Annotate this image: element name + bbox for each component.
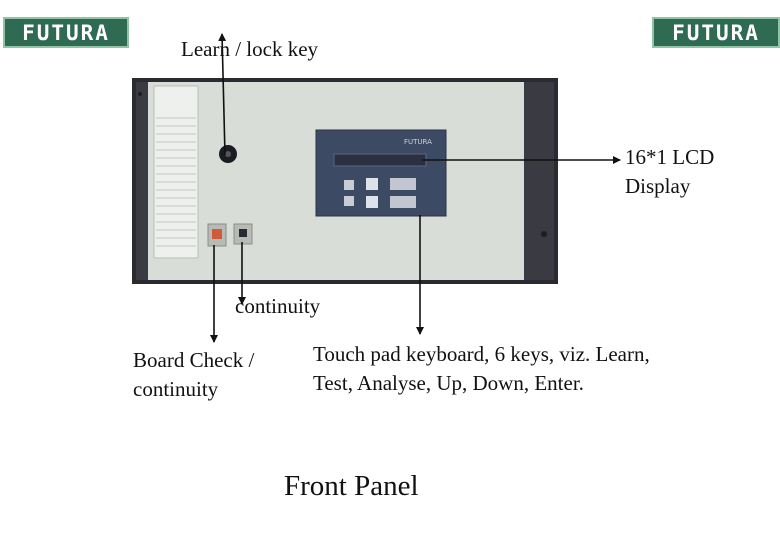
lcd-display-label-line1: 16*1 LCD [625, 143, 714, 172]
learn-lock-key-label: Learn / lock key [181, 35, 318, 64]
lcd-display-label-line2: Display [625, 172, 690, 201]
touchpad-label-line2: Test, Analyse, Up, Down, Enter. [313, 369, 584, 398]
board-check-label-line1: Board Check / [133, 346, 254, 375]
page-title: Front Panel [284, 470, 419, 503]
continuity-label: continuity [235, 292, 320, 321]
board-check-label-line2: continuity [133, 375, 218, 404]
touchpad-label-line1: Touch pad keyboard, 6 keys, viz. Learn, [313, 340, 650, 369]
